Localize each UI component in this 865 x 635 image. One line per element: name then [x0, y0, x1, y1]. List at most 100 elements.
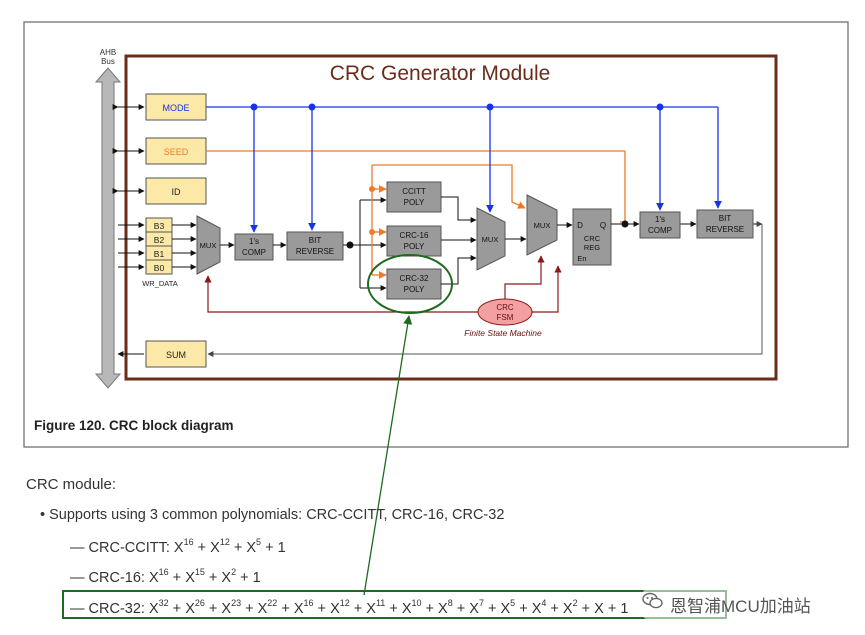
svg-text:REVERSE: REVERSE: [296, 247, 334, 256]
svg-text:POLY: POLY: [404, 285, 425, 294]
svg-text:SUM: SUM: [166, 350, 186, 360]
register-seed: SEED: [145, 137, 207, 165]
poly-term: X10: [401, 598, 422, 617]
svg-text:POLY: POLY: [404, 198, 425, 207]
input-byte-b3: B3: [145, 217, 173, 233]
fsm-caption: Finite State Machine: [464, 328, 542, 338]
byte-to-mux-lines: [172, 222, 197, 270]
poly-term: X16: [293, 598, 314, 617]
ones-comp-output: 1's COMP: [639, 211, 681, 239]
svg-text:MUX: MUX: [482, 235, 499, 244]
svg-text:COMP: COMP: [242, 248, 266, 257]
poly-term: X2: [562, 598, 578, 617]
poly-term: 1: [620, 601, 629, 617]
poly-term: X16: [148, 567, 169, 586]
watermark-backdrop: [643, 589, 855, 619]
mux-input: MUX: [196, 215, 221, 275]
svg-text:B2: B2: [154, 235, 165, 245]
poly-term: X4: [531, 598, 547, 617]
svg-text:MUX: MUX: [200, 241, 217, 250]
svg-text:Q: Q: [600, 221, 606, 230]
svg-text:CRC: CRC: [584, 234, 601, 243]
crc-register: D Q CRC REG En: [572, 208, 612, 266]
bus-label-line2: Bus: [101, 57, 115, 66]
module-border: [124, 54, 778, 381]
bit-reverse-output: BIT REVERSE: [696, 209, 754, 239]
svg-text:FSM: FSM: [497, 313, 514, 322]
mode-junction-dots: [250, 103, 664, 111]
svg-text:En: En: [577, 254, 586, 263]
svg-text:POLY: POLY: [404, 242, 425, 251]
poly-term: X2: [221, 567, 237, 586]
notes-heading: CRC module:: [26, 476, 117, 493]
poly-label: — CRC-32:: [70, 601, 149, 617]
bit-reverse-input: BIT REVERSE: [286, 231, 344, 261]
figure-caption: Figure 120. CRC block diagram: [34, 418, 234, 433]
crc-fsm: CRC FSM: [477, 298, 533, 326]
svg-text:B1: B1: [154, 249, 165, 259]
svg-text:BIT: BIT: [719, 214, 732, 223]
crc16-poly: CRC-16 POLY: [386, 225, 442, 257]
poly-term: X5: [500, 598, 516, 617]
crc32-highlight-circle: [367, 254, 453, 314]
register-mode: MODE: [145, 93, 207, 121]
watermark-text: 恩智浦MCU加油站: [670, 597, 811, 616]
poly-16-line: — CRC-16: X16 + X15 + X2 + 1: [70, 567, 261, 586]
seed-dot-1: [369, 186, 375, 192]
input-byte-b0: B0: [145, 259, 173, 275]
mux-seed-select: MUX: [526, 194, 558, 256]
crc32-poly: CRC-32 POLY: [386, 268, 442, 300]
svg-text:COMP: COMP: [648, 226, 672, 235]
svg-text:MUX: MUX: [534, 221, 551, 230]
seed-dot-2: [369, 229, 375, 235]
svg-text:SEED: SEED: [164, 147, 189, 157]
fsm-control-lines: [204, 255, 562, 313]
notes-bullet: • Supports using 3 common polynomials: C…: [40, 507, 505, 523]
poly-32-line: — CRC-32: X32 + X26 + X23 + X22 + X16 + …: [70, 598, 629, 617]
poly-term: X: [594, 601, 604, 617]
register-sum: SUM: [145, 340, 207, 368]
wr-data-label: WR_DATA: [142, 279, 178, 288]
poly-term: X32: [148, 598, 169, 617]
poly-term: X5: [246, 537, 262, 556]
wechat-icon: [642, 592, 663, 609]
svg-text:BIT: BIT: [309, 236, 322, 245]
svg-text:CRC-16: CRC-16: [400, 231, 429, 240]
svg-text:CCITT: CCITT: [402, 187, 426, 196]
poly-term: 1: [252, 570, 261, 586]
svg-text:CRC-32: CRC-32: [400, 274, 429, 283]
poly-term: X15: [185, 567, 205, 586]
crc32-highlight-arrow: [363, 315, 413, 596]
reg-output-dot: [621, 220, 629, 228]
input-byte-b1: B1: [145, 245, 173, 261]
svg-text:REVERSE: REVERSE: [706, 225, 744, 234]
svg-text:CRC: CRC: [496, 303, 514, 312]
poly-term: X12: [330, 598, 350, 617]
svg-text:1's: 1's: [249, 237, 259, 246]
poly-label: — CRC-16:: [70, 570, 149, 586]
bus-links: [112, 104, 145, 357]
module-title: CRC Generator Module: [330, 62, 551, 85]
mux-poly-select: MUX: [476, 207, 506, 271]
bus-label-line1: AHB: [100, 48, 116, 57]
svg-text:REG: REG: [584, 243, 600, 252]
poly-ccitt-line: — CRC-CCITT: X16 + X12 + X5 + 1: [70, 537, 286, 556]
poly-term: X16: [173, 537, 194, 556]
sum-feedback-line: [207, 224, 763, 357]
svg-text:1's: 1's: [655, 215, 665, 224]
input-byte-b2: B2: [145, 231, 173, 247]
svg-text:B0: B0: [154, 263, 165, 273]
poly-term: 1: [277, 540, 286, 556]
svg-text:ID: ID: [172, 187, 182, 197]
register-id: ID: [145, 177, 207, 205]
poly-term: X26: [185, 598, 205, 617]
poly-label: — CRC-CCITT:: [70, 540, 174, 556]
svg-text:MODE: MODE: [163, 103, 190, 113]
svg-text:D: D: [577, 221, 583, 230]
poly-term: X8: [438, 598, 453, 617]
svg-text:B3: B3: [154, 221, 165, 231]
poly-term: X22: [257, 598, 278, 617]
ccitt-poly: CCITT POLY: [386, 181, 442, 213]
ones-comp-input: 1's COMP: [234, 233, 274, 261]
